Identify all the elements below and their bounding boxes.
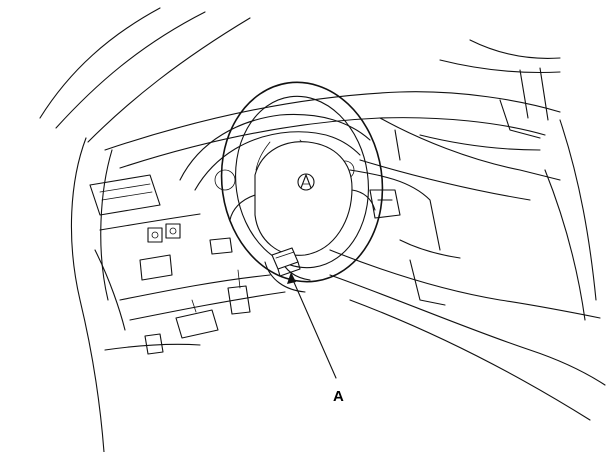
steering-wheel [220, 81, 384, 293]
left-switch-panel [89, 174, 201, 331]
door-frame [70, 137, 113, 452]
connector [271, 247, 301, 277]
center-console [329, 169, 606, 386]
knee-panel [119, 237, 286, 321]
right-dash-panel [359, 99, 597, 321]
callout-label-a: A [333, 388, 344, 405]
callout-leader [287, 272, 337, 379]
pedals [144, 269, 251, 355]
a-pillar [39, 7, 251, 143]
steering-wheel-logo-icon [297, 173, 315, 191]
dashboard-top [104, 39, 561, 169]
floor [104, 299, 591, 421]
